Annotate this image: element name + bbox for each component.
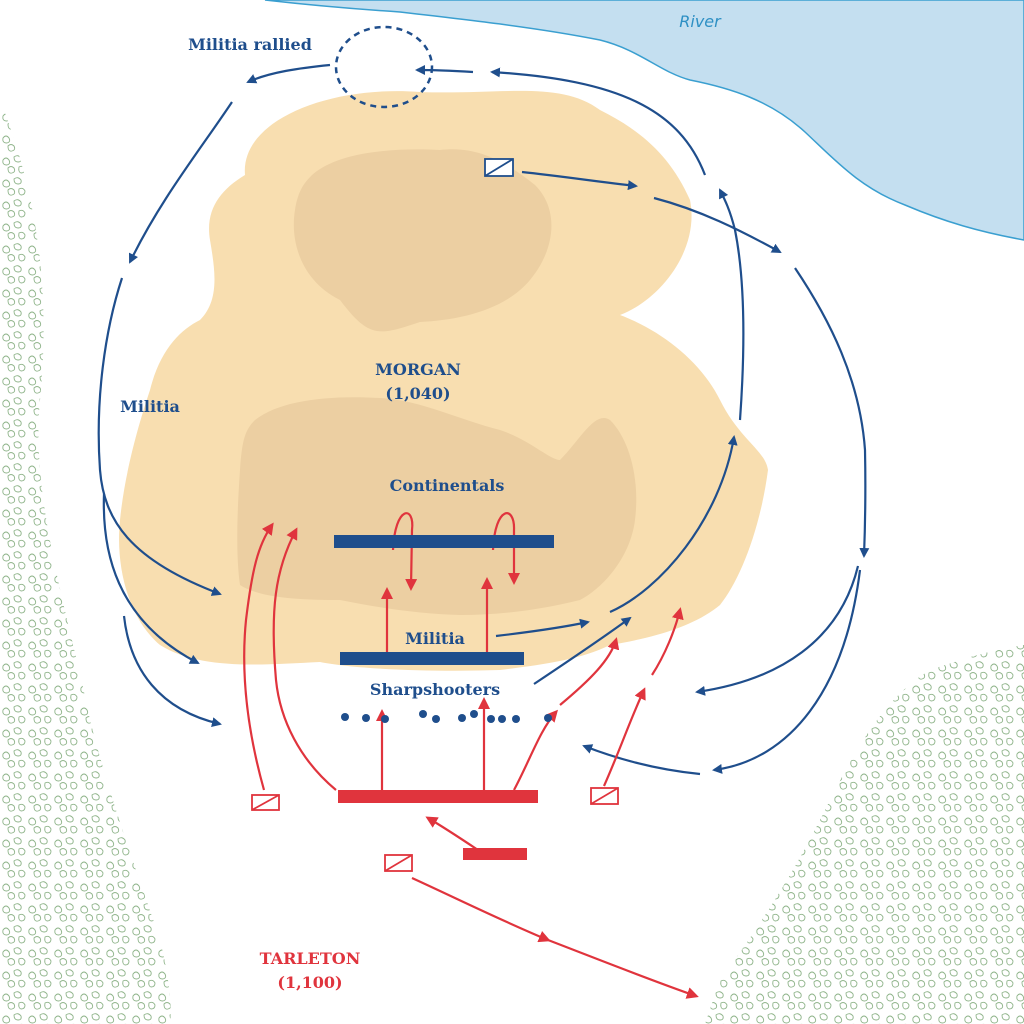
british-main-line	[338, 790, 538, 803]
infantry-left-flank	[272, 527, 337, 791]
british-dragoons-right-symbol	[590, 787, 619, 805]
american-cavalry-symbol	[484, 158, 514, 177]
british-dragoons-left-symbol	[251, 794, 280, 811]
militia-route-left-side	[97, 277, 222, 596]
reserve-advance	[425, 816, 479, 851]
river	[264, 0, 1024, 241]
cavalry-route-return-bottom	[582, 744, 701, 776]
morgan-name-label: MORGAN	[375, 360, 461, 379]
cavalry-route-return-lower	[712, 569, 862, 774]
american-movements	[97, 63, 870, 776]
continentals-line	[334, 535, 554, 548]
river-label: River	[679, 12, 722, 31]
militia-route-right-top	[490, 67, 707, 176]
hill-upper-summit	[293, 149, 552, 332]
sharpshooters-line	[341, 710, 552, 723]
sharpshooters-label: Sharpshooters	[370, 680, 500, 699]
militia-route-right-climb	[719, 188, 745, 421]
tarleton-strength-label: (1,100)	[277, 973, 342, 992]
militia-route-right-upper	[609, 435, 738, 614]
cavalry-route-out	[521, 170, 638, 191]
militia-left-label: Militia	[120, 397, 180, 416]
militia-rally-point	[334, 25, 434, 109]
tarleton-name-label: TARLETON	[260, 949, 361, 968]
militia-route-withdraw-1	[495, 618, 590, 638]
dragoons-right-charge	[651, 607, 684, 676]
infantry-right-flank	[513, 709, 558, 791]
woods-left	[0, 100, 171, 1024]
cavalry-pursuit-1	[411, 877, 551, 943]
woods-right	[705, 645, 1024, 1024]
dragoons-right-advance	[602, 687, 646, 787]
british-cavalry-reserve-symbol	[384, 854, 413, 872]
cavalry-route-sweep	[653, 196, 782, 253]
militia-route-to-rally	[246, 63, 331, 84]
british-reserve-line	[463, 848, 527, 860]
militia-route-withdraw-2	[533, 616, 632, 685]
cavalry-route-return-upper	[695, 565, 860, 696]
militia-route-to-river	[415, 65, 474, 76]
militia-route-left-bottom	[122, 615, 222, 728]
militia-line	[340, 652, 524, 665]
morgan-strength-label: (1,040)	[385, 384, 450, 403]
dragoons-left-advance	[243, 522, 274, 791]
british-movements	[243, 512, 699, 999]
continentals-label: Continentals	[390, 476, 505, 495]
hill-lower-summit	[237, 397, 637, 615]
cavalry-route-right-side	[794, 267, 870, 558]
militia-rallied-label: Militia rallied	[188, 35, 312, 54]
militia-line-label: Militia	[405, 629, 465, 648]
militia-route-left-descent	[128, 101, 233, 264]
cavalry-pursuit-2	[547, 938, 699, 999]
infantry-right-advance	[559, 637, 620, 706]
militia-route-left-lower	[102, 493, 200, 664]
